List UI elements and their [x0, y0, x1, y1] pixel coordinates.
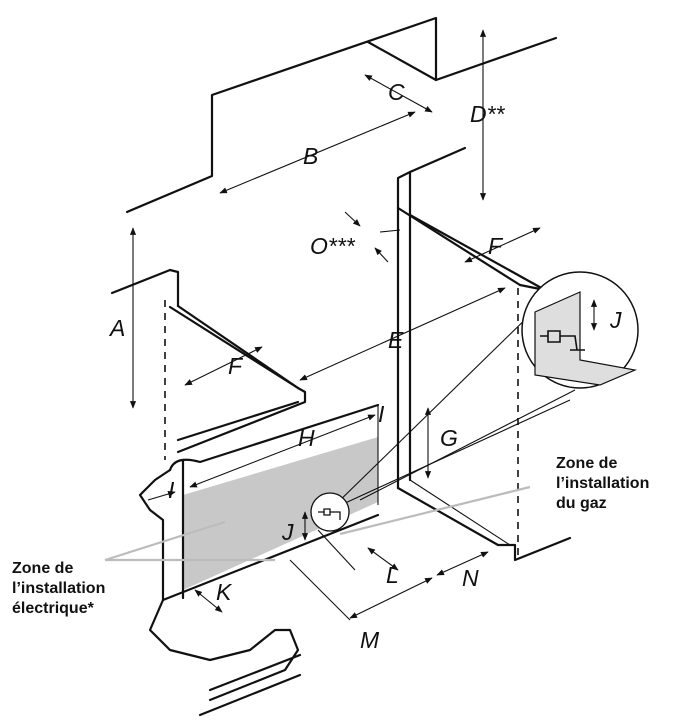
floor-line-left: [161, 513, 380, 602]
left-countertop-outline: [110, 268, 180, 308]
dim-o-arrow-top: [344, 211, 361, 227]
right-countertop-front: [396, 206, 522, 287]
guide-line-5: [329, 399, 571, 511]
dim-f-left-arrow: [184, 346, 263, 386]
label-f-left: F: [228, 353, 244, 379]
label-k: K: [216, 579, 233, 605]
dim-e-arrow: [299, 287, 506, 381]
left-countertop-underside: [176, 400, 300, 442]
label-j-detail: J: [609, 307, 622, 333]
dim-f-top-arrow: [464, 227, 541, 263]
dim-b-arrow: [219, 111, 416, 194]
right-cabinet-bottom: [396, 486, 572, 562]
label-g: G: [440, 425, 458, 451]
dim-i-left-arrow: [147, 491, 176, 501]
dim-c-arrow: [364, 74, 433, 113]
label-m: M: [360, 627, 380, 653]
left-cabinet-outline: [138, 468, 300, 702]
right-countertop-outline: [396, 170, 547, 292]
label-n: N: [462, 565, 479, 591]
label-i-left: I: [168, 477, 175, 503]
label-i-top: I: [378, 401, 385, 427]
gas-valve-enlarged-icon: [540, 330, 585, 351]
gas-valve-small-icon: [318, 508, 341, 520]
guide-line-4: [289, 559, 351, 621]
label-c: C: [388, 79, 405, 105]
gas-zone-label-line2: l’installation: [556, 475, 649, 492]
label-f-top: F: [488, 233, 504, 259]
label-o: O***: [310, 233, 356, 259]
dim-n-arrow: [436, 551, 489, 576]
dim-o-arrow-bottom: [374, 247, 389, 263]
dim-m-arrow: [349, 577, 433, 619]
toe-kick-left-2: [198, 673, 302, 717]
guide-line-2: [409, 479, 511, 546]
label-e: E: [388, 327, 404, 353]
guide-line-7: [329, 304, 541, 511]
label-a: A: [108, 315, 125, 341]
guide-line-8: [379, 229, 401, 233]
label-j-main: J: [281, 519, 294, 545]
gas-zone-label-line1: Zone de: [556, 455, 617, 472]
electric-zone-label-line2: l’installation: [12, 580, 105, 597]
back-wall-outline: [125, 16, 558, 214]
electric-zone-label-line3: électrique*: [12, 600, 95, 617]
dim-k-arrow: [194, 589, 223, 613]
electric-zone-label-line1: Zone de: [12, 560, 73, 577]
right-countertop-front-2: [408, 146, 467, 174]
gas-detail-enlarged-wall: [534, 291, 638, 386]
guide-line-3: [317, 529, 356, 571]
toe-kick-left: [208, 653, 302, 692]
dim-l-arrow: [367, 547, 399, 571]
label-b: B: [303, 143, 318, 169]
dim-h-arrow: [189, 414, 376, 488]
back-wall-cut: [366, 40, 438, 82]
label-l: L: [386, 562, 399, 588]
label-d: D**: [470, 101, 506, 127]
label-h: H: [298, 425, 315, 451]
guide-line-6: [359, 389, 576, 501]
electric-zone-leader-1: [104, 520, 226, 562]
gas-zone-label-line3: du gaz: [556, 495, 607, 512]
gas-zone-leader: [339, 485, 531, 536]
